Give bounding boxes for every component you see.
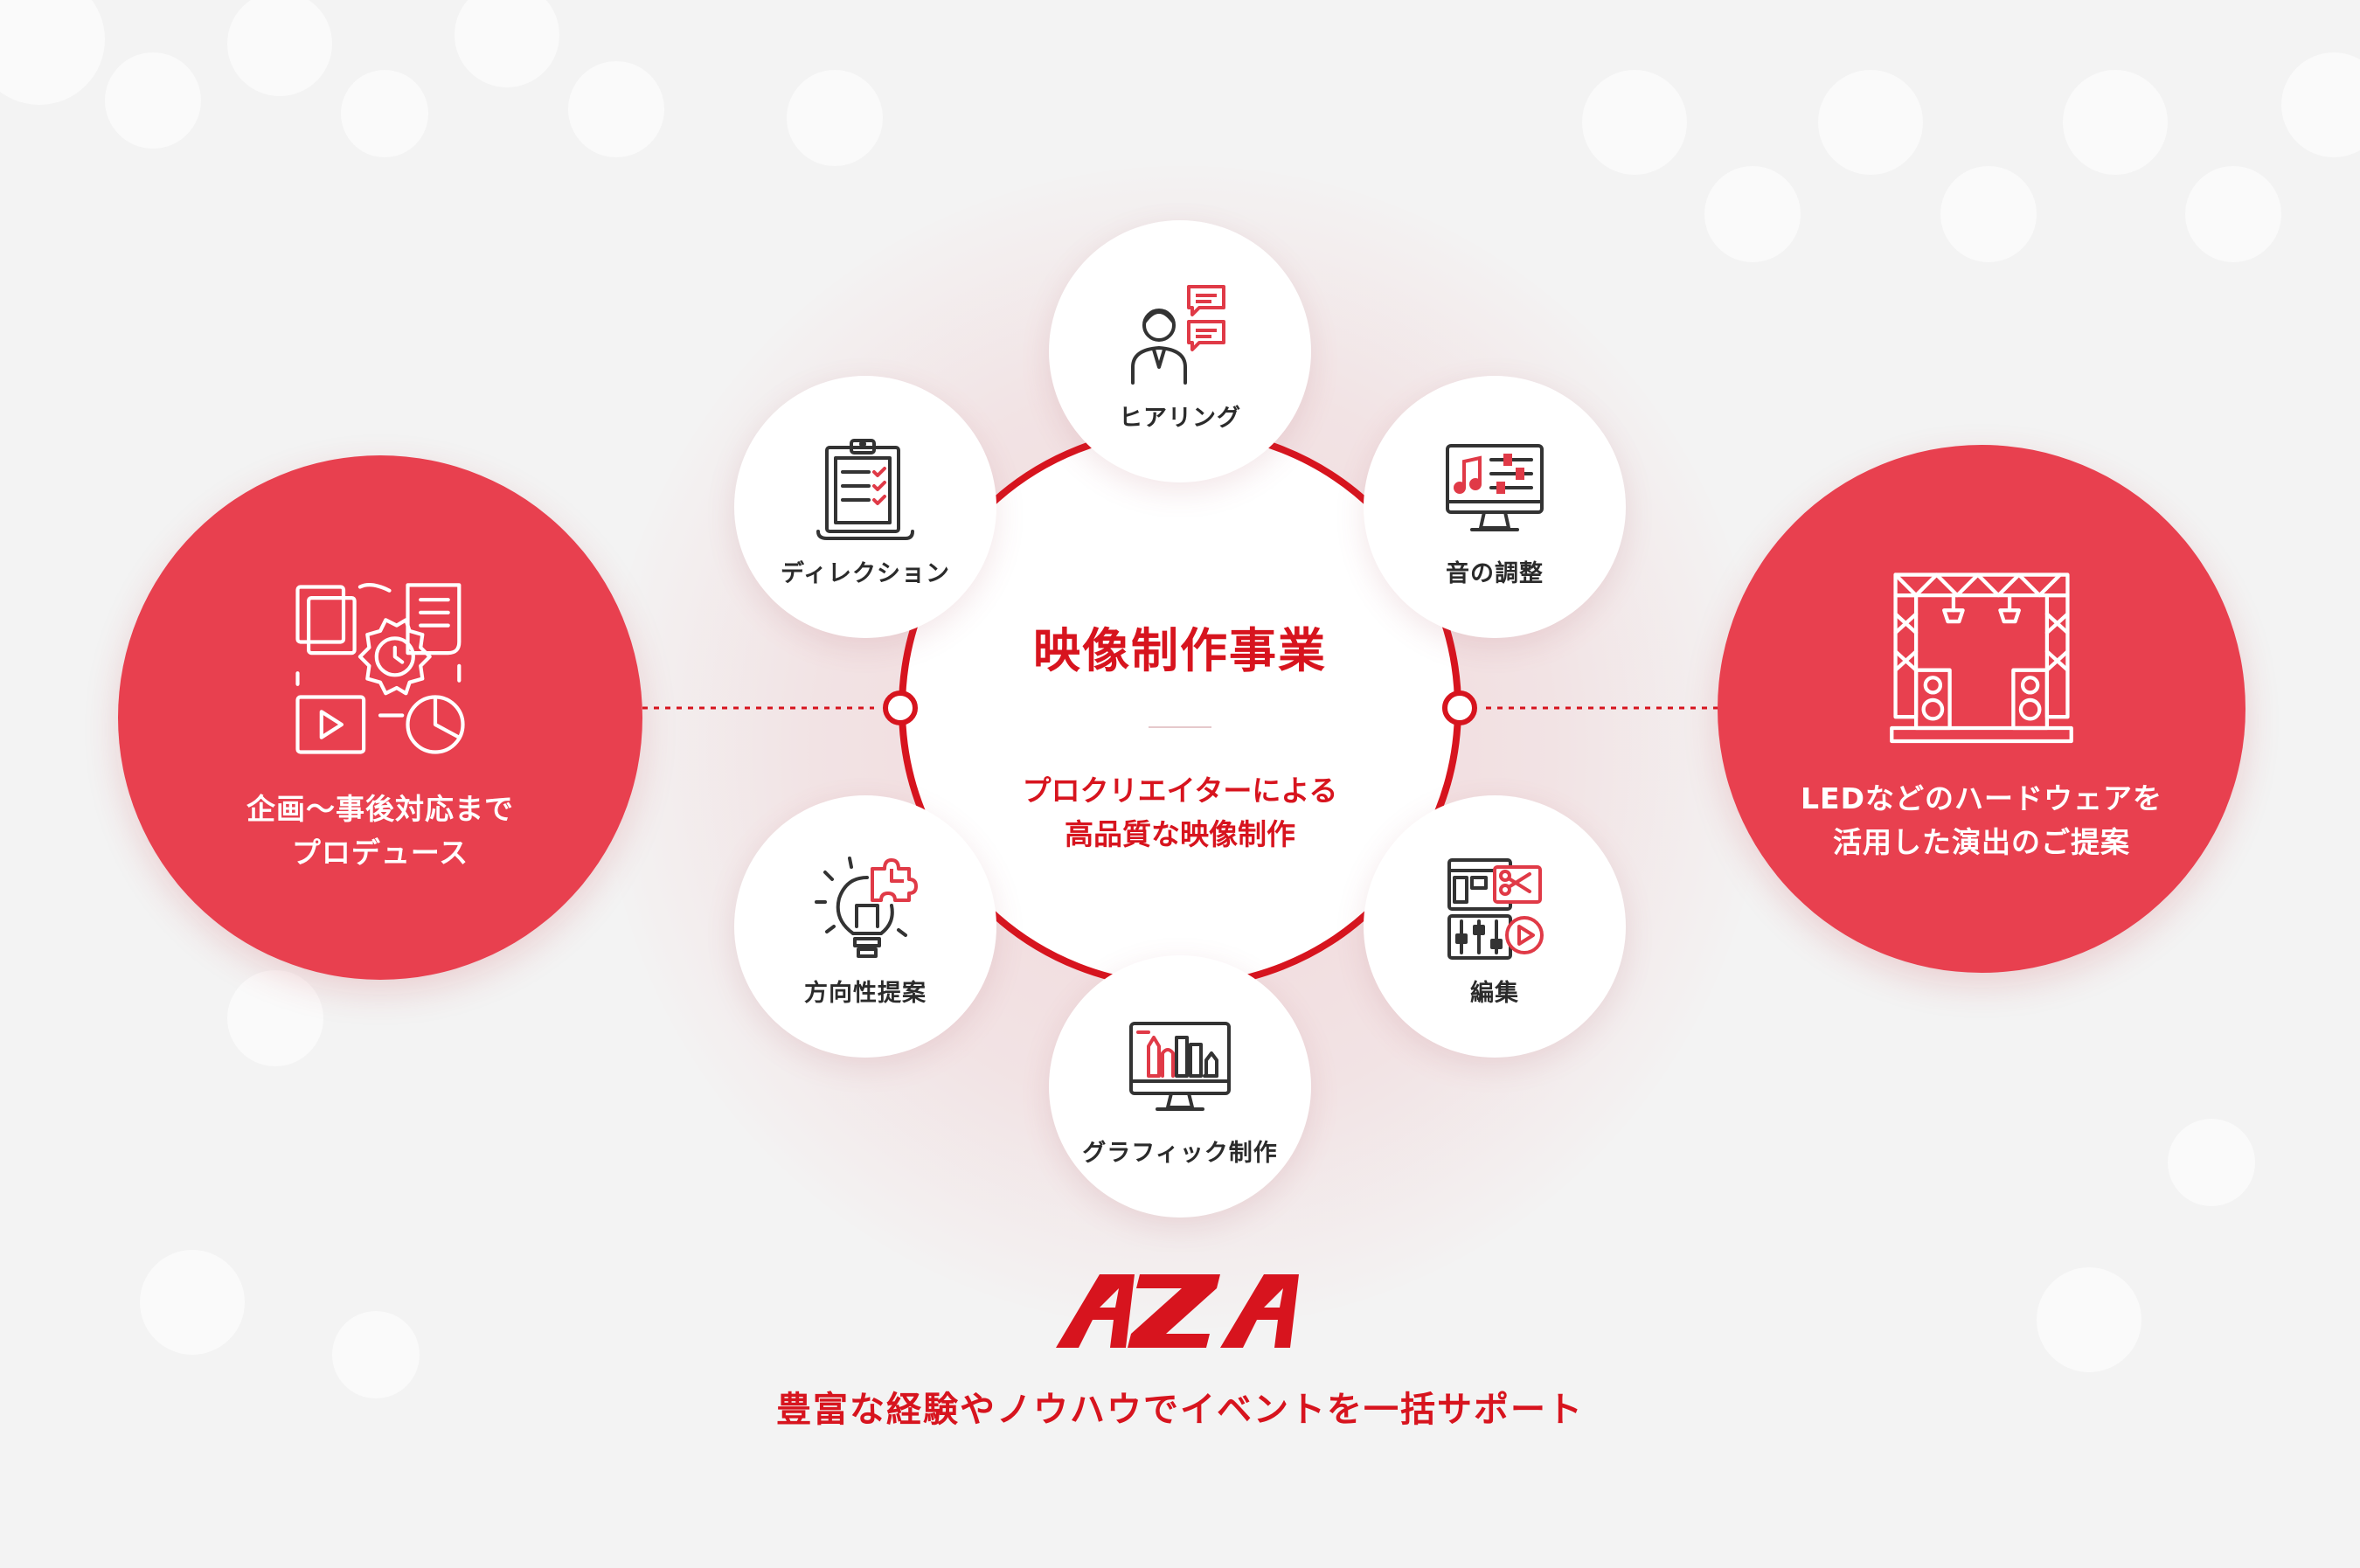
center-title: 映像制作事業 <box>1033 623 1327 678</box>
bokeh-light <box>1940 166 2037 262</box>
right-feature-circle: LEDなどのハードウェアを 活用した演出のご提案 <box>1718 445 2245 973</box>
service-node-direction: ディレクション <box>734 376 996 638</box>
service-node-hearing: ヒアリング <box>1049 220 1311 482</box>
center-subtitle: プロクリエイターによる 高品質な映像制作 <box>918 769 1442 857</box>
right-feature-line: 活用した演出のご提案 <box>1833 825 2130 859</box>
idea-bulb-puzzle-icon <box>815 857 918 958</box>
service-label: 編集 <box>1470 980 1519 1007</box>
center-subtitle-line: プロクリエイターによる <box>1022 774 1338 808</box>
center-divider <box>1149 726 1211 728</box>
service-label: グラフィック制作 <box>1082 1140 1278 1167</box>
bokeh-light <box>568 61 664 157</box>
left-feature-line: 企画〜事後対応まで <box>246 792 514 826</box>
bokeh-light <box>2063 70 2168 175</box>
right-feature-line: LEDなどのハードウェアを <box>1801 781 2162 815</box>
bokeh-light <box>1582 70 1687 175</box>
right-feature-label: LEDなどのハードウェアを 活用した演出のご提案 <box>1718 777 2245 864</box>
service-node-proposal: 方向性提案 <box>734 795 996 1058</box>
brand-tagline: 豊富な経験やノウハウでイベントを一括サポート <box>776 1390 1584 1430</box>
service-label: 音の調整 <box>1446 560 1544 587</box>
bokeh-light <box>455 0 559 87</box>
left-feature-line: プロデュース <box>291 836 469 870</box>
video-editing-icon <box>1447 858 1544 960</box>
sound-mixing-monitor-icon <box>1446 444 1544 531</box>
bokeh-light <box>2037 1267 2141 1372</box>
left-feature-label: 企画〜事後対応まで プロデュース <box>118 787 642 875</box>
bokeh-light <box>2168 1119 2255 1206</box>
service-node-graphic: グラフィック制作 <box>1049 955 1311 1218</box>
stage-truss-speakers-icon <box>1890 572 2073 744</box>
right-ring-node <box>1442 690 1477 725</box>
bokeh-light <box>105 52 201 149</box>
left-ring-node <box>883 690 918 725</box>
service-node-sound: 音の調整 <box>1364 376 1626 638</box>
aza-logo <box>1056 1274 1299 1348</box>
bokeh-light <box>341 70 428 157</box>
bokeh-light <box>1818 70 1923 175</box>
service-label: 方向性提案 <box>804 980 927 1007</box>
bokeh-light <box>227 970 323 1066</box>
center-subtitle-line: 高品質な映像制作 <box>1065 817 1295 851</box>
clipboard-checklist-icon <box>816 439 914 540</box>
bokeh-light <box>140 1250 245 1355</box>
service-label: ディレクション <box>780 560 951 587</box>
planning-workflow-gear-icon <box>295 583 465 754</box>
left-feature-circle: 企画〜事後対応まで プロデュース <box>118 455 642 980</box>
bokeh-light <box>227 0 332 96</box>
bokeh-light <box>332 1311 420 1398</box>
service-label: ヒアリング <box>1119 405 1241 432</box>
bokeh-light <box>2281 52 2360 157</box>
graphic-design-monitor-icon <box>1129 1022 1231 1111</box>
consultation-person-icon <box>1131 285 1225 385</box>
service-node-editing: 編集 <box>1364 795 1626 1058</box>
bokeh-light <box>2185 166 2281 262</box>
bokeh-light <box>1704 166 1801 262</box>
bokeh-light <box>787 70 883 166</box>
